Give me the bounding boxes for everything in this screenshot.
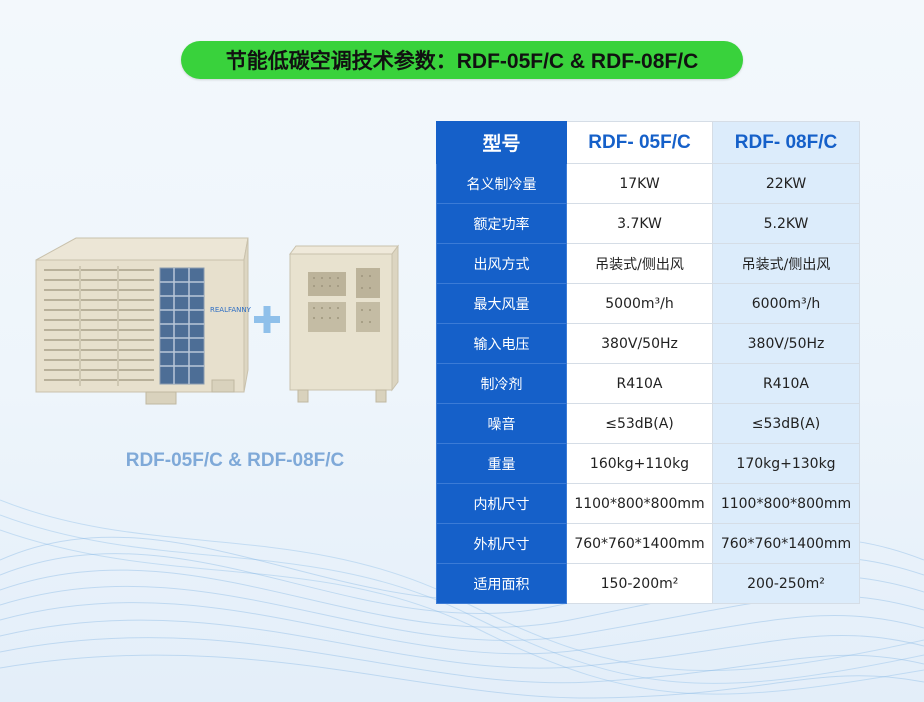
row-label: 适用面积 [436,563,567,604]
row-label: 制冷剂 [436,363,567,404]
page-title: 节能低碳空调技术参数：RDF-05F/C & RDF-08F/C [181,41,743,79]
table-row: 重量 160kg+110kg 170kg+130kg [436,443,860,484]
table-row: 出风方式 吊装式/侧出风 吊装式/侧出风 [436,243,860,284]
row-value-model-2: ≤53dB(A) [712,403,860,444]
table-row: 制冷剂 R410A R410A [436,363,860,404]
table-row: 额定功率 3.7KW 5.2KW [436,203,860,244]
row-value-model-2: R410A [712,363,860,404]
product-image: REALFANNY [35,237,399,405]
row-value-model-1: 380V/50Hz [566,323,713,364]
row-value-model-1: 3.7KW [566,203,713,244]
table-row: 输入电压 380V/50Hz 380V/50Hz [436,323,860,364]
row-value-model-2: 吊装式/侧出风 [712,243,860,284]
row-value-model-2: 22KW [712,163,860,204]
table-row: 适用面积 150-200m² 200-250m² [436,563,860,604]
header-model-2: RDF- 08F/C [712,121,860,164]
table-row: 最大风量 5000m³/h 6000m³/h [436,283,860,324]
plus-icon [254,306,280,333]
table-row: 内机尺寸 1100*800*800mm 1100*800*800mm [436,483,860,524]
row-value-model-1: 5000m³/h [566,283,713,324]
table-row: 外机尺寸 760*760*1400mm 760*760*1400mm [436,523,860,564]
table-row: 名义制冷量 17KW 22KW [436,163,860,204]
row-value-model-2: 380V/50Hz [712,323,860,364]
row-label: 外机尺寸 [436,523,567,564]
header-label: 型号 [436,121,567,164]
row-value-model-1: 150-200m² [566,563,713,604]
row-value-model-2: 170kg+130kg [712,443,860,484]
row-value-model-1: 17KW [566,163,713,204]
brand-logo: REALFANNY [210,306,252,314]
row-value-model-1: 760*760*1400mm [566,523,713,564]
spec-table: 型号 RDF- 05F/C RDF- 08F/C 名义制冷量 17KW 22KW… [436,121,860,604]
row-label: 额定功率 [436,203,567,244]
row-label: 名义制冷量 [436,163,567,204]
outdoor-unit [289,244,399,403]
row-value-model-1: ≤53dB(A) [566,403,713,444]
row-label: 内机尺寸 [436,483,567,524]
row-value-model-2: 5.2KW [712,203,860,244]
row-label: 噪音 [436,403,567,444]
row-value-model-2: 760*760*1400mm [712,523,860,564]
table-header-row: 型号 RDF- 05F/C RDF- 08F/C [436,121,860,164]
row-value-model-1: 吊装式/侧出风 [566,243,713,284]
row-label: 输入电压 [436,323,567,364]
table-row: 噪音 ≤53dB(A) ≤53dB(A) [436,403,860,444]
row-label: 重量 [436,443,567,484]
row-label: 出风方式 [436,243,567,284]
row-value-model-2: 1100*800*800mm [712,483,860,524]
indoor-unit: REALFANNY [35,237,252,405]
row-label: 最大风量 [436,283,567,324]
row-value-model-2: 6000m³/h [712,283,860,324]
row-value-model-1: R410A [566,363,713,404]
row-value-model-1: 1100*800*800mm [566,483,713,524]
row-value-model-1: 160kg+110kg [566,443,713,484]
row-value-model-2: 200-250m² [712,563,860,604]
header-model-1: RDF- 05F/C [566,121,713,164]
product-caption: RDF-05F/C & RDF-08F/C [125,450,345,471]
